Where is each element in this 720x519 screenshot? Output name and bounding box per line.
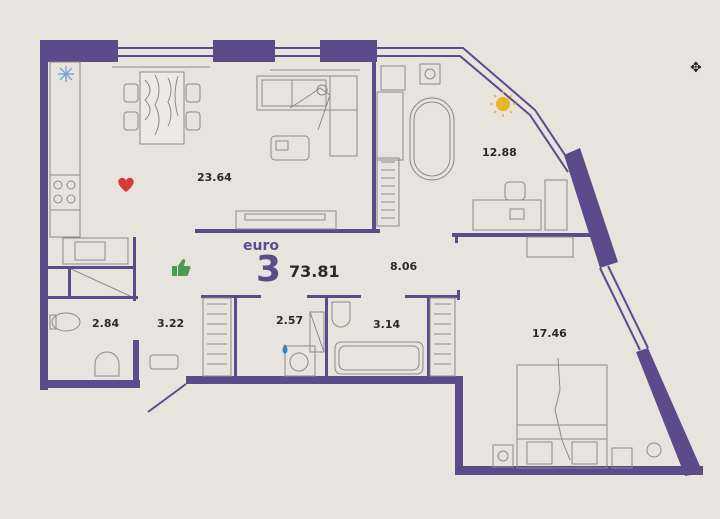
internal-walls [48,60,600,413]
total-area-label: 73.81 [289,262,340,281]
room-area-bathroom: 3.14 [373,318,401,331]
room-area-hallway: 8.06 [390,260,418,273]
sun-icon [490,91,516,117]
room-area-kitchen-living: 23.64 [197,171,232,184]
room-area-entrance: 3.22 [157,317,185,330]
water-drop-icon [282,344,288,354]
room-area-laundry: 2.57 [276,314,304,327]
furniture [49,61,662,469]
layout-type-label: euro [243,238,279,254]
outer-walls [40,40,703,476]
move-cursor-icon: ✥ [690,60,702,76]
thumbs-up-icon [172,259,191,276]
snowflake-icon [58,66,74,82]
room-area-bedroom-north: 12.88 [482,146,517,159]
heart-icon [118,177,134,192]
rooms-count-label: 3 [256,249,282,290]
room-area-wc: 2.84 [92,317,120,330]
room-area-bedroom-south: 17.46 [532,327,567,340]
